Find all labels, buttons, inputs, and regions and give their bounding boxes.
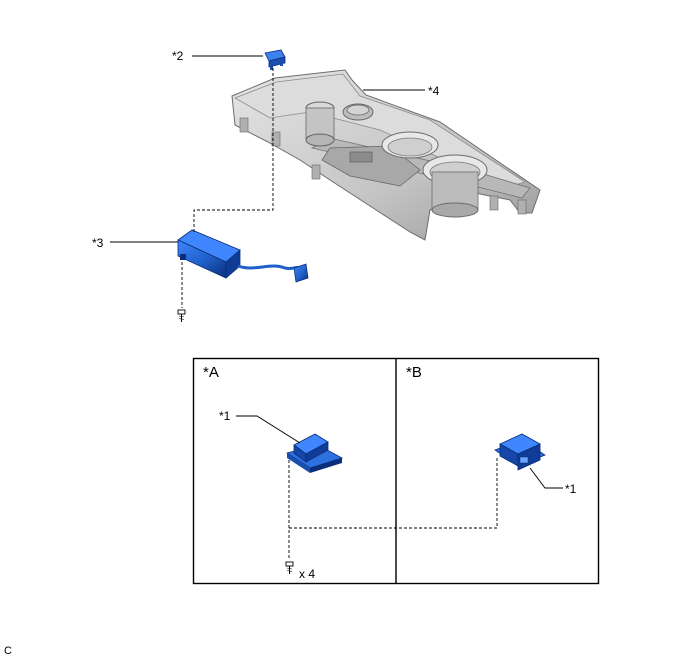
- module-part: [177, 229, 309, 283]
- quantity-label: x 4: [299, 567, 315, 581]
- dashed-guide-lines-lower: [288, 458, 498, 560]
- callout-4: *4: [428, 84, 440, 98]
- dashed-guide-lines: [181, 68, 274, 308]
- callout-1-view-b: *1: [565, 482, 577, 496]
- screw-icon: [285, 561, 294, 574]
- part-1-view-b: [494, 433, 546, 471]
- screw-icon: [177, 309, 186, 322]
- callout-3: *3: [92, 236, 104, 250]
- callout-2: *2: [172, 49, 184, 63]
- clip-part: [264, 49, 286, 70]
- callout-1-view-a: *1: [219, 409, 231, 423]
- center-console-part: [231, 69, 541, 241]
- leader-lines-lower: [236, 415, 563, 489]
- part-1-view-a: [286, 433, 344, 473]
- figure-code: C: [4, 645, 12, 657]
- leader-lines: [110, 55, 425, 243]
- view-label-b: *B: [406, 364, 422, 381]
- view-label-a: *A: [203, 364, 219, 381]
